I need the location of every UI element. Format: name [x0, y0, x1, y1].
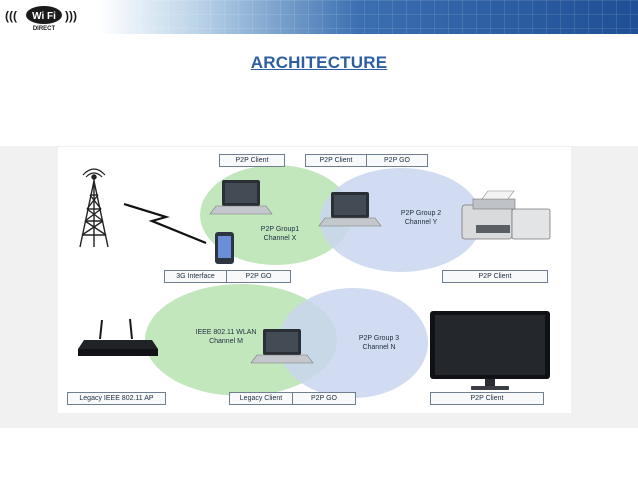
group1-name: P2P Group1	[260, 226, 300, 233]
page-title: ARCHITECTURE	[0, 53, 638, 73]
label-3g-interface: 3G Interface	[164, 270, 227, 283]
logo-oval	[26, 6, 62, 24]
group1-channel: Channel X	[263, 235, 297, 242]
wlan-name: IEEE 802.11 WLAN	[195, 329, 257, 336]
printer-icon	[461, 190, 551, 240]
monitor-icon	[430, 311, 550, 390]
page-title-text: ARCHITECTURE	[250, 53, 388, 72]
laptop-group3-icon	[250, 329, 314, 364]
label-p2p-client-monitor: P2P Client	[430, 392, 544, 405]
logo-wifi-text: Wi Fi	[32, 11, 56, 22]
logo-waves-right: )))	[65, 9, 77, 23]
label-legacy-ap: Legacy IEEE 802.11 AP	[67, 392, 166, 405]
label-p2p-go-group3: P2P GO	[292, 392, 356, 405]
architecture-diagram: P2P Client P2P Client P2P GO P2P Group1 …	[58, 147, 571, 413]
label-p2p-go-group1: P2P GO	[226, 270, 291, 283]
router-icon	[78, 318, 158, 356]
laptop-group2-icon	[318, 192, 382, 227]
group2-channel: Channel Y	[404, 219, 438, 226]
wifi-direct-logo: ((( Wi Fi ))) DIRECT	[5, 6, 77, 32]
header-pattern	[0, 0, 638, 34]
label-p2p-client-top: P2P Client	[219, 154, 285, 167]
group3-name: P2P Group 3	[358, 335, 400, 342]
header-bar: ((( Wi Fi ))) DIRECT	[0, 0, 638, 34]
wlan-channel: Channel M	[209, 338, 243, 345]
logo-direct-text: DIRECT	[33, 26, 56, 32]
wireless-link-icon	[123, 202, 207, 245]
label-p2p-go-top: P2P GO	[366, 154, 428, 167]
label-p2p-client-top-2: P2P Client	[305, 154, 367, 167]
label-p2p-client-printer: P2P Client	[442, 270, 548, 283]
group2-name: P2P Group 2	[400, 210, 442, 217]
label-legacy-client: Legacy Client	[229, 392, 293, 405]
logo-waves-left: (((	[5, 9, 17, 23]
group3-channel: Channel N	[362, 344, 396, 351]
cell-tower-icon	[79, 168, 109, 248]
smartphone-icon	[215, 232, 234, 264]
laptop-group1-icon	[209, 180, 273, 215]
p2p-group3-ellipse	[278, 288, 428, 398]
diagram-canvas	[78, 165, 551, 398]
